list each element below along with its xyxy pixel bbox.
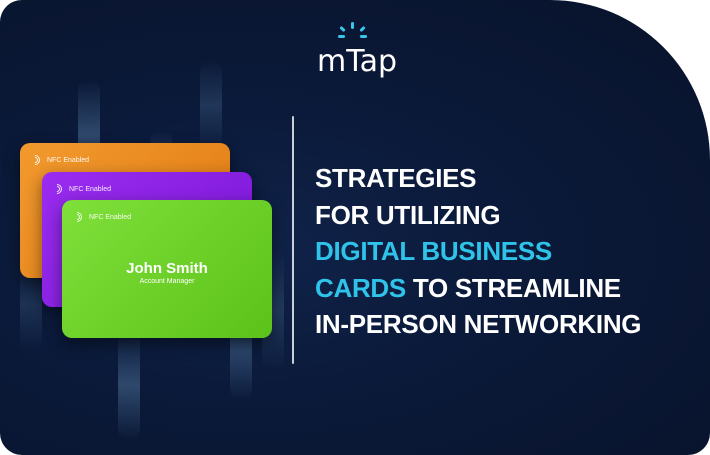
nfc-badge: NFC Enabled bbox=[27, 152, 90, 168]
decor-bar bbox=[118, 330, 140, 440]
spark-icon bbox=[338, 22, 368, 42]
vertical-divider bbox=[292, 116, 294, 364]
decor-bar bbox=[20, 260, 42, 350]
decor-bar bbox=[200, 60, 222, 150]
headline-line: STRATEGIES bbox=[315, 163, 477, 193]
headline: STRATEGIES FOR UTILIZING DIGITAL BUSINES… bbox=[315, 160, 705, 343]
nfc-badge: NFC Enabled bbox=[49, 181, 112, 197]
nfc-label: NFC Enabled bbox=[89, 213, 132, 221]
nfc-badge: NFC Enabled bbox=[69, 209, 132, 225]
brand-logo: mTap bbox=[312, 22, 402, 82]
nfc-label: NFC Enabled bbox=[69, 185, 112, 193]
card-holder-role: Account Manager bbox=[139, 278, 195, 285]
headline-highlight: DIGITAL BUSINESS bbox=[315, 236, 552, 266]
headline-line: FOR UTILIZING bbox=[315, 199, 501, 230]
headline-line: CARDS TO STREAMLINE bbox=[315, 270, 705, 307]
business-card-green: NFC Enabled John Smith Account Manager bbox=[62, 200, 272, 338]
headline-highlight: CARDS bbox=[315, 272, 406, 303]
headline-line: IN-PERSON NETWORKING bbox=[315, 309, 642, 339]
nfc-icon bbox=[49, 181, 66, 197]
logo-text: mTap bbox=[316, 44, 397, 79]
nfc-icon bbox=[27, 152, 44, 168]
nfc-label: NFC Enabled bbox=[47, 156, 90, 164]
headline-text: TO STREAMLINE bbox=[405, 272, 621, 303]
card-holder-name: John Smith bbox=[126, 260, 208, 277]
nfc-icon bbox=[69, 209, 86, 225]
